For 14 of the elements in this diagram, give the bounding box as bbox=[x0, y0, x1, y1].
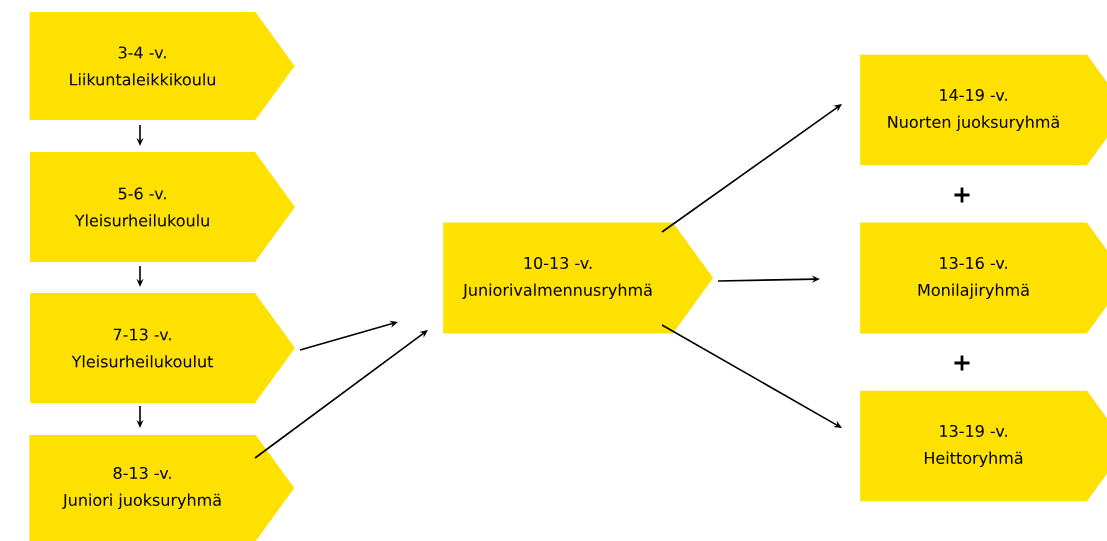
arrow bbox=[661, 104, 842, 233]
arrow-shaped-box: 13-16 -v. Monilajiryhmä bbox=[860, 222, 1107, 334]
arrow-shaped-box: 8-13 -v. Juniori juoksuryhmä bbox=[29, 435, 295, 541]
arrow-shaped-box: 13-19 -v. Heittoryhmä bbox=[860, 390, 1107, 502]
arrow-shaped-box: 14-19 -v. Nuorten juoksuryhmä bbox=[860, 54, 1107, 166]
arrow-shaped-box: 7-13 -v. Yleisurheilukoulut bbox=[30, 293, 295, 403]
arrow-shaped-box: 10-13 -v. Juniorivalmennusryhmä bbox=[443, 222, 714, 334]
arrow-shaped-box: 3-4 -v. Liikuntaleikkikoulu bbox=[29, 12, 295, 120]
arrow-shaped-box: 5-6 -v. Yleisurheilukoulu bbox=[30, 152, 295, 262]
plus-sign: + bbox=[954, 355, 970, 371]
arrow bbox=[299, 320, 398, 351]
arrow bbox=[661, 324, 842, 428]
arrow bbox=[254, 330, 428, 459]
plus-sign: + bbox=[954, 187, 970, 203]
